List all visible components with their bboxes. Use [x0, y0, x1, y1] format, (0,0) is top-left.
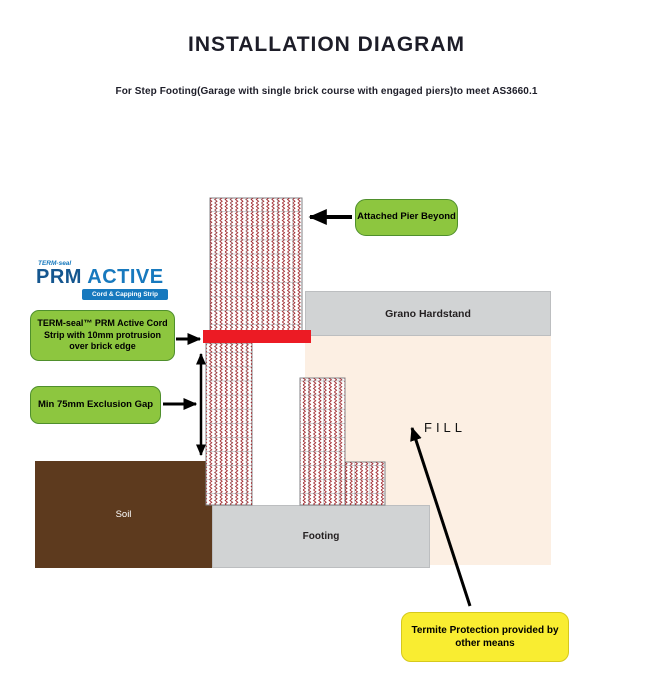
- callout-termite-protection: Termite Protection provided by other mea…: [401, 612, 569, 662]
- prm-cord-strip-red-bar: [203, 330, 311, 343]
- callout-termite-protection-label: Termite Protection provided by other mea…: [411, 624, 559, 650]
- prm-active-logo: TERM-seal PRM ACTIVE Cord & Capping Stri…: [36, 260, 168, 300]
- page-title: INSTALLATION DIAGRAM: [187, 33, 466, 56]
- footing-label: Footing: [302, 531, 340, 542]
- callout-cord-strip: TERM-seal™ PRM Active Cord Strip with 10…: [30, 310, 175, 361]
- callout-attached-pier-label: Attached Pier Beyond: [357, 211, 456, 223]
- logo-brand-prefix: TERM-seal: [38, 260, 72, 267]
- fill-label: FILL: [424, 420, 467, 435]
- callout-exclusion-gap-label: Min 75mm Exclusion Gap: [37, 398, 154, 410]
- brick-column-lower-left: [205, 342, 253, 506]
- page-subtitle: For Step Footing(Garage with single bric…: [115, 86, 538, 97]
- logo-banner: Cord & Capping Strip: [82, 289, 168, 300]
- logo-brand-main: PRM ACTIVE: [36, 267, 168, 288]
- callout-attached-pier: Attached Pier Beyond: [355, 199, 458, 236]
- callout-cord-strip-label: TERM-seal™ PRM Active Cord Strip with 10…: [37, 317, 168, 352]
- grano-hardstand-label: Grano Hardstand: [385, 307, 471, 320]
- logo-prm-text: PRM: [36, 266, 82, 288]
- soil-label: Soil: [115, 509, 132, 520]
- footing-block: Footing: [212, 505, 430, 568]
- callout-exclusion-gap: Min 75mm Exclusion Gap: [30, 386, 161, 424]
- grano-hardstand-block: Grano Hardstand: [305, 291, 551, 336]
- logo-active-text: ACTIVE: [81, 266, 164, 288]
- soil-block: Soil: [35, 461, 212, 568]
- brick-pier-upper: [209, 197, 303, 340]
